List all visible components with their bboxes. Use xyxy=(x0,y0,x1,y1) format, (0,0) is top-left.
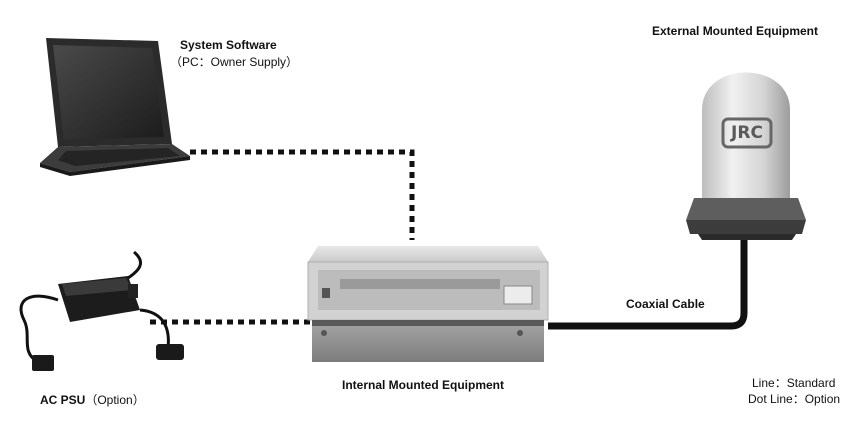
coaxial-cable-label: Coaxial Cable xyxy=(626,297,705,311)
system-software-subtitle: （PC：Owner Supply） xyxy=(170,55,299,69)
ac-psu-subtitle: （Option） xyxy=(85,393,145,407)
external-equipment-title: External Mounted Equipment xyxy=(652,24,819,38)
legend-standard: Line：Standard xyxy=(752,376,836,390)
ac-psu-icon xyxy=(19,250,184,371)
internal-equipment-icon xyxy=(307,246,549,362)
antenna-dome-icon xyxy=(686,72,806,240)
jrc-logo-text: JRC xyxy=(731,123,763,143)
ac-psu-title: AC PSU xyxy=(40,393,86,407)
pc-dotted-line xyxy=(190,149,415,240)
internal-equipment-title: Internal Mounted Equipment xyxy=(342,378,504,392)
laptop-icon xyxy=(40,38,190,176)
ac-psu-label: AC PSU（Option） xyxy=(40,391,145,408)
jrc-logo: JRC xyxy=(723,119,771,147)
coaxial-cable-line xyxy=(548,238,748,330)
legend-option: Dot Line：Option xyxy=(748,392,841,406)
system-software-title: System Software xyxy=(180,38,277,52)
